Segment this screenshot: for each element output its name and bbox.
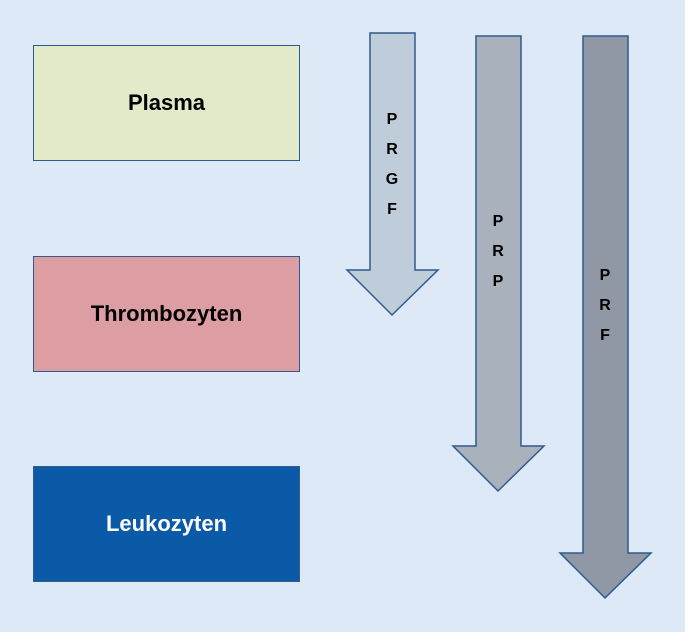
thrombozyten-box: Thrombozyten xyxy=(33,256,300,372)
prgf-letter-f: F xyxy=(387,201,397,218)
thrombozyten-label: Thrombozyten xyxy=(90,301,243,326)
prp-letter-p2: P xyxy=(493,273,504,290)
prf-letter-f: F xyxy=(600,327,610,344)
prgf-arrow-shape xyxy=(345,32,440,317)
prgf-letter-g: G xyxy=(386,171,398,188)
prf-arrow: P R F xyxy=(558,35,653,600)
prgf-letter-p: P xyxy=(387,111,398,128)
prf-letter-p: P xyxy=(600,267,611,284)
prp-letter-p1: P xyxy=(493,213,504,230)
prgf-arrow: P R G F xyxy=(345,32,440,317)
prgf-letter-r: R xyxy=(386,141,398,158)
leukozyten-box: Leukozyten xyxy=(33,466,300,582)
prf-letter-r: R xyxy=(599,297,611,314)
plasma-box: Plasma xyxy=(33,45,300,161)
leukozyten-label: Leukozyten xyxy=(105,511,228,536)
plasma-label: Plasma xyxy=(127,90,206,115)
prp-arrow: P R P xyxy=(451,35,546,493)
prf-arrow-shape xyxy=(558,35,653,600)
prp-letter-r: R xyxy=(492,243,504,260)
prp-arrow-shape xyxy=(451,35,546,493)
